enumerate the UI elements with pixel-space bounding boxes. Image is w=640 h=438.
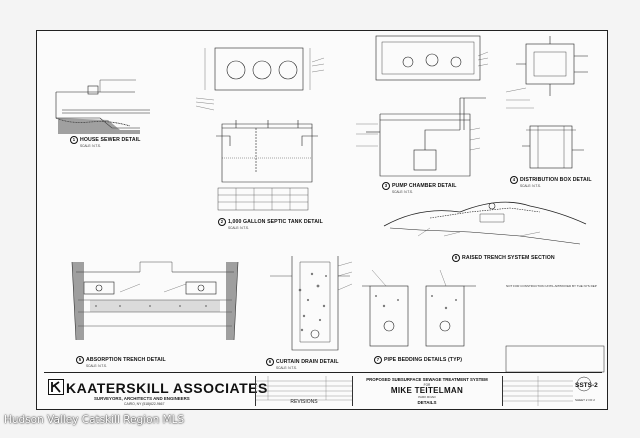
detail-scale-absorption-trench: SCALE: N.T.S. (86, 364, 107, 368)
sheet-number-block: SSTS-2 SHEET 2 OF 2 (574, 376, 602, 406)
detail-scale-pump-chamber: SCALE: N.T.S. (392, 190, 413, 194)
firm-address: CAIRO, NY (518)622-9667 (124, 401, 165, 406)
revisions-block: REVISIONS (255, 376, 353, 406)
mls-watermark: Hudson Valley Catskill Region MLS (4, 414, 185, 426)
drawing-meta-block (503, 376, 573, 406)
sheet-id: SSTS-2 (575, 382, 598, 389)
project-title: PROPOSED SUBSURFACE SEWAGE TREATMENT SYS… (366, 377, 488, 382)
revisions-label: REVISIONS (290, 399, 318, 405)
revisions-grid (256, 376, 352, 401)
detail-scale-curtain-drain: SCALE: N.T.S. (276, 366, 297, 370)
project-block: PROPOSED SUBSURFACE SEWAGE TREATMENT SYS… (352, 376, 503, 406)
project-for: FOR (423, 383, 431, 387)
detail-scale-distribution-box: SCALE: N.T.S. (520, 184, 541, 188)
sheet-title: DETAILS (417, 400, 437, 405)
approval-note: NOT FOR CONSTRUCTION UNTIL APPROVED BY T… (506, 284, 597, 288)
sheet-of: SHEET 2 OF 2 (575, 398, 595, 402)
firm-logo-block: KAATERSKILL ASSOCIATES SURVEYORS, ARCHIT… (44, 376, 267, 406)
project-road: PARK ROAD (418, 395, 436, 399)
firm-name: KAATERSKILL ASSOCIATES (66, 380, 268, 396)
drawing-border (36, 30, 608, 410)
detail-scale-house-sewer: SCALE: N.T.S. (80, 144, 101, 148)
client-name: MIKE TEITELMAN (390, 386, 464, 395)
meta-grid (503, 376, 573, 406)
firm-subtitle: SURVEYORS, ARCHITECTS AND ENGINEERS (94, 396, 190, 401)
detail-scale-septic-tank: SCALE: N.T.S. (228, 226, 249, 230)
firm-logo-icon (48, 379, 64, 395)
title-block (44, 372, 602, 409)
